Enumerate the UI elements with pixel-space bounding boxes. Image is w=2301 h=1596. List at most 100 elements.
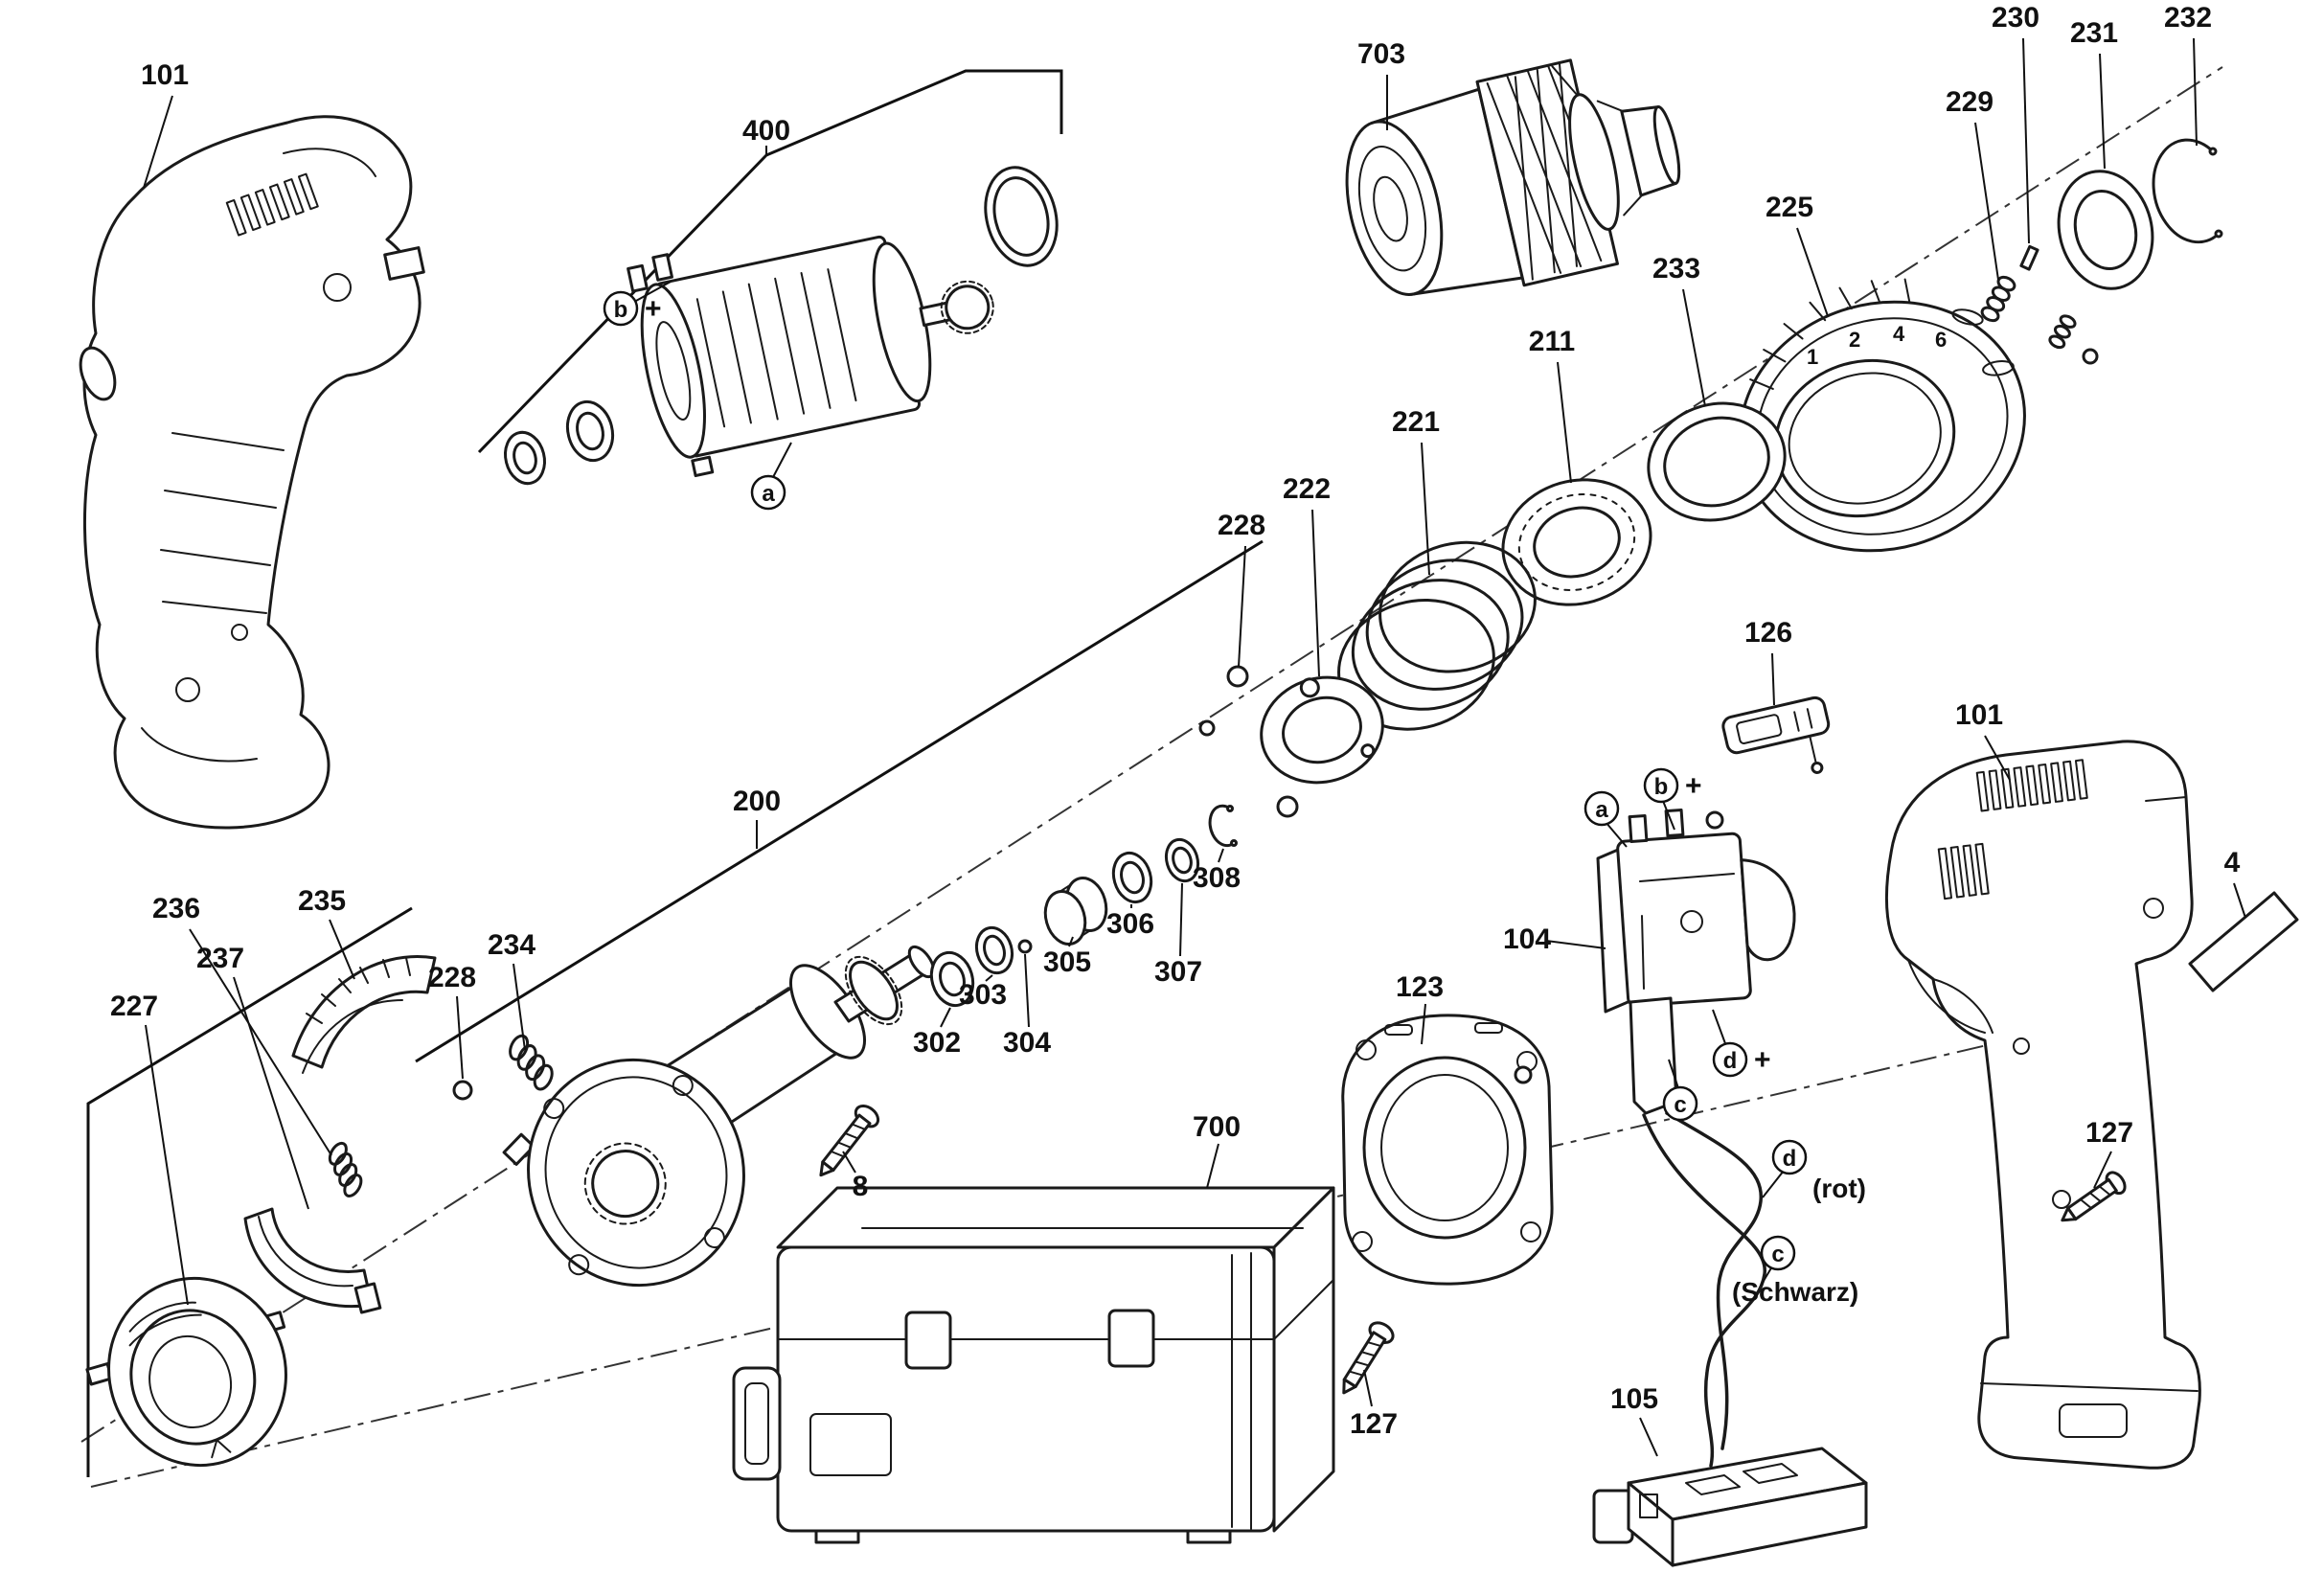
leader-line: [1605, 821, 1628, 848]
part-label-105: 105: [1610, 1383, 1658, 1415]
callout-circle: [1771, 1139, 1808, 1175]
leader-line: [1238, 545, 1246, 668]
ring-306-drawing: [1111, 851, 1153, 904]
part-label-221: 221: [1392, 406, 1440, 438]
callout-a: a: [750, 474, 786, 511]
part-label-236: 236: [152, 893, 200, 924]
leader-line: [1421, 442, 1430, 576]
callout-circle: [1583, 790, 1620, 827]
callout-circle: [1760, 1235, 1796, 1271]
bearing-ring-drawing: [1501, 478, 1652, 606]
callout-letter: d: [1783, 1146, 1797, 1172]
callout-circle: [1712, 1041, 1748, 1078]
part-label-232: 232: [2164, 2, 2212, 34]
plus-sign: +: [1754, 1044, 1771, 1076]
callout-letter: c: [1771, 1242, 1784, 1267]
leader-line: [143, 95, 173, 189]
part-label-234: 234: [488, 929, 535, 961]
part-label-703: 703: [1357, 38, 1405, 70]
part-label-700: 700: [1193, 1111, 1241, 1143]
leader-line: [635, 281, 672, 302]
detent-balls-drawing: [1198, 665, 1299, 818]
sleeve-305-drawing: [1043, 877, 1108, 946]
leader-line: [1662, 800, 1675, 831]
battery-connector-drawing: [1592, 1447, 1868, 1567]
callout-a: a: [1583, 790, 1620, 827]
part-label-227: 227: [110, 991, 158, 1022]
part-label-303: 303: [959, 979, 1007, 1011]
part-label-225: 225: [1766, 192, 1813, 223]
leader-line: [1682, 288, 1706, 407]
leader-line: [1218, 848, 1224, 863]
part-label-233: 233: [1652, 253, 1700, 285]
part-label-104: 104: [1503, 923, 1551, 955]
snap-ring-308-drawing: [1208, 804, 1238, 848]
leader-line: [1668, 1059, 1679, 1089]
chuck-drawing: [1345, 58, 1681, 296]
part-label-228: 228: [428, 962, 476, 993]
leader-line: [1363, 1369, 1373, 1407]
spring-236-drawing: [328, 1141, 363, 1197]
leader-line: [145, 1024, 189, 1306]
leader-line: [1712, 1009, 1727, 1047]
callout-letter: b: [1654, 774, 1669, 800]
leader-line: [1796, 227, 1829, 317]
leader-line: [1639, 1417, 1658, 1457]
spring-221-drawing: [1337, 540, 1537, 731]
case-drawing: [732, 1186, 1335, 1544]
part-label-127: 127: [2085, 1117, 2133, 1149]
housing-right-side-vents: [1937, 842, 1990, 901]
pin-230-drawing: [2019, 244, 2039, 271]
screw-127-right-drawing: [2061, 1171, 2127, 1222]
callout-letter: a: [1595, 797, 1608, 823]
part-label-306: 306: [1106, 908, 1154, 940]
clutch-collar-drawing: [1739, 278, 2026, 553]
part-label-229: 229: [1946, 86, 1993, 118]
housing-left-vent-grid: [225, 172, 319, 237]
housing-right-vent-grid: [1975, 759, 2088, 812]
part-label-228: 228: [1218, 510, 1265, 541]
screw-127-bottom-drawing: [1342, 1321, 1395, 1395]
spring-234-drawing: [509, 1034, 554, 1091]
leader-line: [1179, 882, 1183, 957]
callout-letter: a: [762, 481, 775, 507]
part-label-237: 237: [196, 943, 244, 974]
leader-line: [513, 963, 526, 1051]
detent-spring-drawing: [1980, 244, 2099, 365]
washer-222-drawing: [1260, 675, 1384, 785]
leader-line: [1206, 1143, 1219, 1189]
callout-letter: b: [614, 297, 628, 323]
part-label-400: 400: [742, 115, 790, 147]
callout-d-plus: d+: [1712, 1041, 1771, 1078]
part-label-235: 235: [298, 885, 346, 917]
leader-line: [1545, 940, 1606, 949]
leader-line: [1557, 361, 1572, 484]
part-label-307: 307: [1154, 956, 1202, 988]
leader-line: [2193, 37, 2198, 147]
annotation-rot: (rot): [1812, 1174, 1866, 1203]
callout-c: c: [1662, 1085, 1698, 1122]
part-label-8: 8: [853, 1171, 869, 1202]
part-label-126: 126: [1744, 617, 1792, 649]
callout-circle: [1643, 767, 1679, 804]
leader-line: [2022, 37, 2030, 244]
leader-line: [1068, 936, 1074, 947]
switch-assembly-drawing: [1596, 808, 1796, 1468]
part-label-123: 123: [1396, 971, 1444, 1003]
part-label-305: 305: [1043, 946, 1091, 978]
part-label-304: 304: [1003, 1027, 1051, 1059]
motor-assembly-drawing: [504, 166, 1059, 486]
leader-line: [1024, 953, 1030, 1028]
leader-line: [2093, 1151, 2112, 1189]
leader-line: [1421, 1003, 1426, 1045]
leader-line: [233, 976, 309, 1210]
washer-231-drawing: [2057, 170, 2154, 290]
part-label-302: 302: [913, 1027, 961, 1059]
leader-line: [329, 919, 355, 980]
part-label-101: 101: [1955, 699, 2003, 731]
front-sleeve-227-drawing: [85, 1276, 287, 1468]
leader-line: [1311, 509, 1320, 677]
leader-line: [940, 1007, 951, 1028]
collar-group-boundary: [86, 906, 413, 1477]
